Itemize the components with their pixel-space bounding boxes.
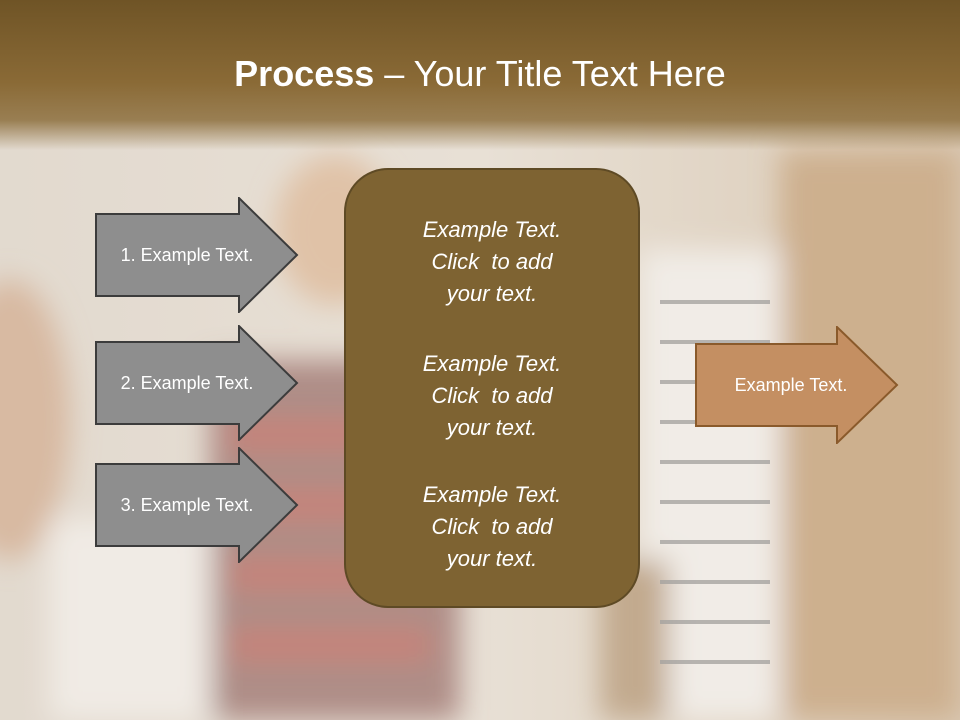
text-line: Click to add <box>431 249 553 274</box>
center-text-box[interactable]: Example Text. Click to add your text. Ex… <box>344 168 640 608</box>
center-text-block-1: Example Text. Click to add your text. <box>346 214 638 310</box>
text-line: your text. <box>446 415 538 440</box>
right-arrow[interactable]: Example Text. <box>695 326 899 444</box>
center-text-block-2: Example Text. Click to add your text. <box>346 348 638 444</box>
title-bold: Process <box>234 53 375 94</box>
left-arrow-1[interactable]: 1. Example Text. <box>95 197 299 313</box>
arrow-shape <box>95 197 299 313</box>
slide-title[interactable]: Process – Your Title Text Here <box>0 52 960 96</box>
arrow-label: Example Text. <box>734 374 848 395</box>
title-bar <box>0 0 960 150</box>
arrow-label: 1. Example Text. <box>120 244 254 265</box>
text-line: Example Text. <box>422 482 562 507</box>
text-line: your text. <box>446 281 538 306</box>
center-text-block-3: Example Text. Click to add your text. <box>346 479 638 575</box>
arrow-shape <box>95 447 299 563</box>
text-line: your text. <box>446 546 538 571</box>
text-line: Example Text. <box>422 217 562 242</box>
left-arrow-3[interactable]: 3. Example Text. <box>95 447 299 563</box>
arrow-shape <box>695 326 899 444</box>
arrow-label: 2. Example Text. <box>120 372 254 393</box>
left-arrow-2[interactable]: 2. Example Text. <box>95 325 299 441</box>
arrow-shape <box>95 325 299 441</box>
text-line: Click to add <box>431 383 553 408</box>
title-rest: – Your Title Text Here <box>374 53 726 94</box>
text-line: Click to add <box>431 514 553 539</box>
arrow-label: 3. Example Text. <box>120 494 254 515</box>
text-line: Example Text. <box>422 351 562 376</box>
